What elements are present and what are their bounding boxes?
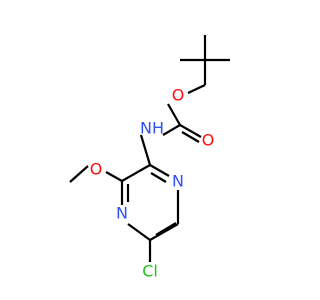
bond [121,164,151,182]
bond [149,223,179,241]
bond [139,134,152,166]
bond [167,103,181,126]
bond [127,223,151,241]
bond [150,172,167,183]
bond [149,164,170,177]
bond [69,165,89,183]
bond [181,131,200,143]
bond [162,124,181,136]
molecule-drawing: O O NH N N O Cl [69,35,230,281]
bonds [69,35,230,262]
bond [179,124,202,138]
bond [155,222,177,236]
atom-label-nitrogen-ring-upper: N [172,172,184,191]
bond [105,171,123,182]
bond [187,84,206,94]
atom-label-nitrogen-amide: NH [140,119,164,138]
atom-label-nitrogen-ring-lower: N [116,204,128,223]
molecule-structure: O O NH N N O Cl [69,35,230,281]
atom-label-oxygen-carbonyl: O [202,131,215,150]
atom-label-oxygen-ester: O [172,86,185,105]
atom-label-chlorine: Cl [142,262,158,281]
atom-label-oxygen-methoxy: O [90,160,103,179]
